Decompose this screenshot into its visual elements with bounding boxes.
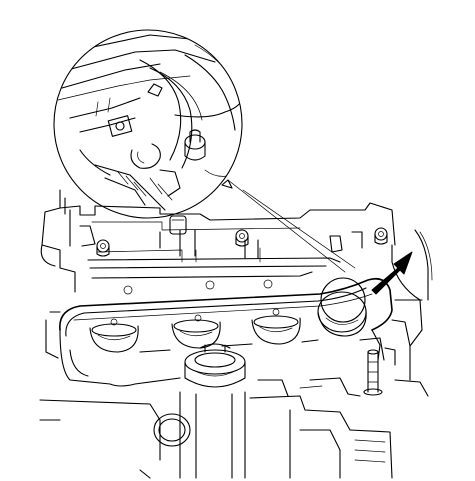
engine-block [39,377,393,479]
head-bolt-1 [96,239,110,257]
plug-boss-3 [251,308,301,345]
timing-cover [359,229,433,397]
o-ring [153,413,191,447]
leader-lines [221,179,356,273]
plug-boss-2 [171,314,221,349]
magnified-detail-view [53,29,243,219]
detail-contents [54,34,242,211]
detail-bolt-left [107,115,133,137]
cylinder-head [40,189,396,295]
removal-arrow-icon [371,251,413,295]
plug-boss-1 [89,318,139,353]
detail-bolt-right [184,129,206,161]
head-bolt-2 [235,229,249,247]
stud-bolt [363,349,383,396]
cam-cap-boss [169,215,187,235]
magnified-circle-icon [53,29,243,219]
head-bolt-3 [374,227,388,245]
cylinder-head-cover [45,277,393,387]
plug-boss-4 [317,291,367,337]
detail-location-circle [320,277,366,323]
oil-filler-neck [184,343,246,388]
engine-assembly [39,189,433,479]
